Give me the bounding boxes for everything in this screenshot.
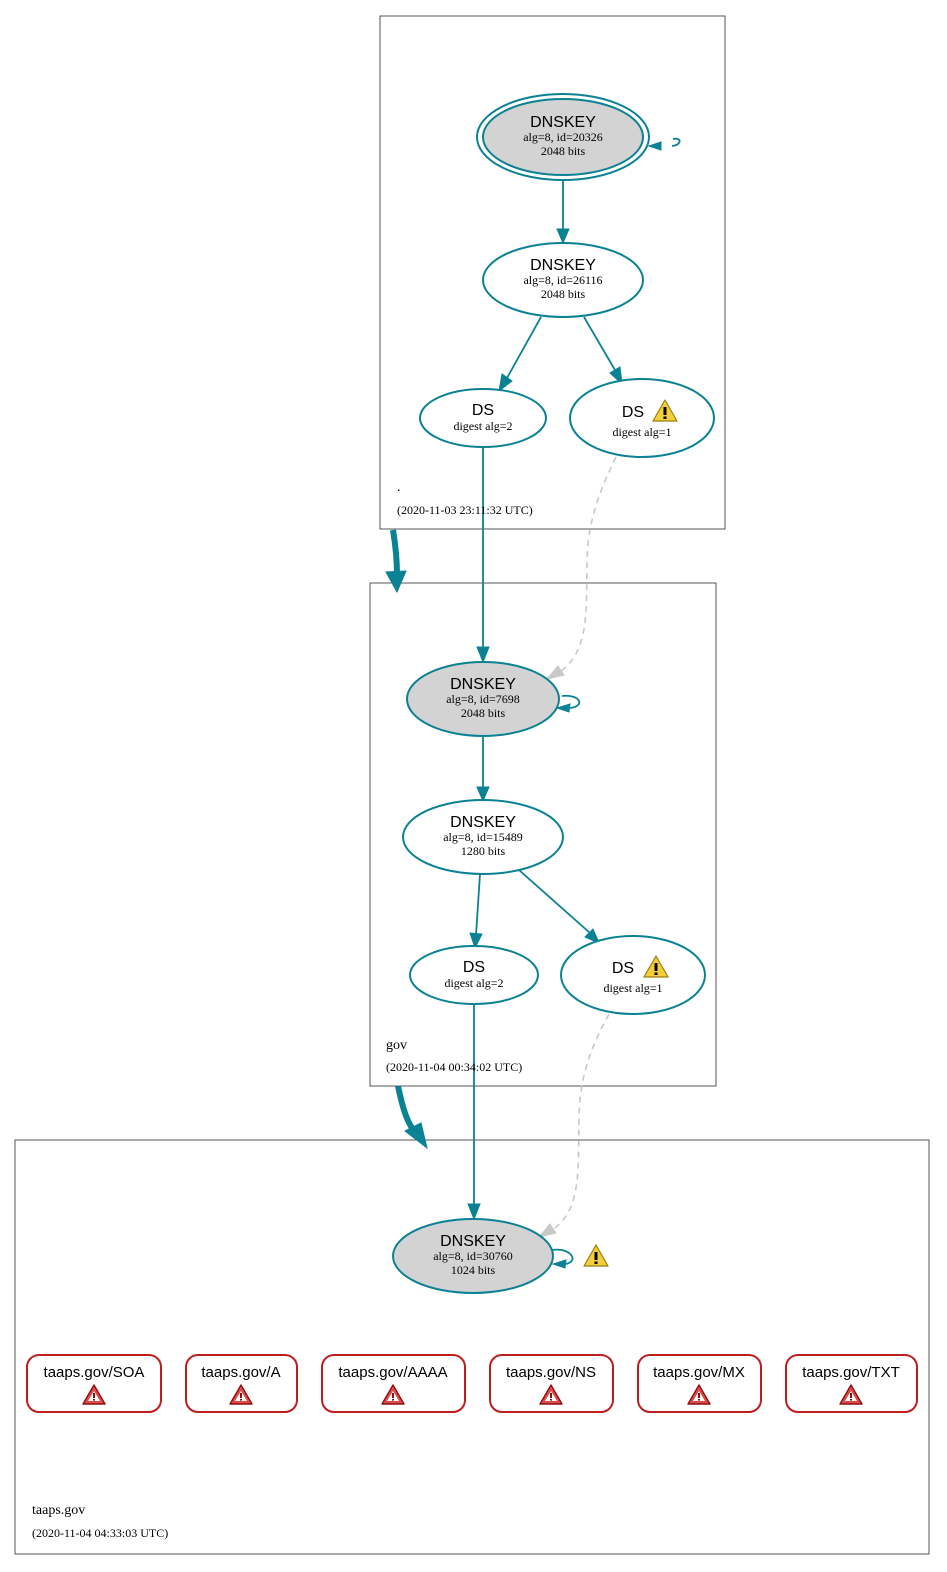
root-zsk-ds1-edge [583,316,616,371]
gov-zsk-ds2-arrow [469,932,483,950]
gov-zsk-size: 1280 bits [461,844,506,858]
gov-dnskey-zsk-node[interactable]: DNSKEY alg=8, id=15489 1280 bits [402,799,564,875]
zone-gov-time: (2020-11-04 00:34:02 UTC) [386,1060,522,1074]
gov-ds2-detail: digest alg=2 [444,976,503,990]
gov-ksk-detail: alg=8, id=7698 [446,692,520,706]
gov-zsk-ds2-edge [475,873,481,936]
root-ds2-gov-ksk-arrow [476,646,490,664]
gov-ds2-taaps-key-arrow [467,1203,481,1221]
rrset-a-label: taaps.gov/A [201,1364,280,1381]
root-dnskey-zsk-node[interactable]: DNSKEY alg=8, id=26116 2048 bits [482,242,644,318]
zone-root-time: (2020-11-03 23:11:32 UTC) [397,503,533,517]
gov-ds1-detail: digest alg=1 [603,981,662,995]
gov-ds1-taaps-key-dashed-arrow [537,1223,557,1238]
rrset-aaaa-label: taaps.gov/AAAA [338,1364,447,1381]
rrset-ns[interactable]: taaps.gov/NS [489,1354,614,1413]
gov-zsk-type: DNSKEY [450,814,516,831]
taaps-key-type: DNSKEY [440,1233,506,1250]
gov-ds-alg1-node[interactable]: DS digest alg=1 [560,935,706,1015]
taaps-key-detail: alg=8, id=30760 [433,1249,513,1263]
root-zsk-detail: alg=8, id=26116 [523,273,602,287]
taaps-key-size: 1024 bits [451,1263,496,1277]
gov-ds2-type: DS [463,959,485,976]
root-ds-alg2-node[interactable]: DS digest alg=2 [419,388,547,448]
root-ksk-self-arrow [647,141,662,151]
zone-taaps-name: taaps.gov [32,1503,85,1518]
root-ds1-gov-ksk-dashed-arrow [545,665,565,680]
root-ksk-type: DNSKEY [530,114,596,131]
zone-root-name: . [397,480,401,495]
delegation-gov-taaps [395,1085,419,1136]
gov-ksk-self-edge [561,694,581,709]
root-ds-alg1-node[interactable]: DS digest alg=1 [569,378,715,458]
gov-zsk-ds1-arrow [584,928,600,944]
root-ksk-detail: alg=8, id=20326 [523,130,603,144]
gov-dnskey-ksk-node[interactable]: DNSKEY alg=8, id=7698 2048 bits [406,661,560,737]
rrset-aaaa[interactable]: taaps.gov/AAAA [321,1354,466,1413]
gov-ds1-taaps-key-dashed-edge [551,1013,610,1231]
root-zsk-size: 2048 bits [541,287,586,301]
gov-ksk-zsk-arrow [476,786,490,803]
rrset-soa[interactable]: taaps.gov/SOA [26,1354,162,1413]
root-dnskey-ksk-node[interactable]: DNSKEY alg=8, id=20326 2048 bits [476,93,650,181]
gov-ds-alg2-node[interactable]: DS digest alg=2 [409,945,539,1005]
gov-zsk-ds1-edge [518,869,591,934]
gov-zsk-detail: alg=8, id=15489 [443,830,523,844]
root-zsk-type: DNSKEY [530,257,596,274]
rrset-a[interactable]: taaps.gov/A [185,1354,298,1413]
root-ds2-type: DS [472,402,494,419]
gov-ksk-self-arrow [555,703,571,713]
root-ksk-self-edge [671,137,681,147]
root-ds1-gov-ksk-dashed-edge [559,456,617,673]
taaps-key-self-arrow [551,1259,567,1269]
root-ds1-detail: digest alg=1 [612,425,671,439]
root-zsk-ds1-arrow [609,366,623,386]
root-ds1-type: DS [622,404,644,421]
gov-ksk-type: DNSKEY [450,676,516,693]
rrset-txt[interactable]: taaps.gov/TXT [785,1354,918,1413]
zone-gov-name: gov [386,1038,407,1053]
taaps-key-self-edge [551,1248,574,1265]
zone-taaps-box [14,1139,930,1555]
rrset-txt-label: taaps.gov/TXT [802,1364,900,1381]
delegation-root-gov [390,529,400,576]
rrset-soa-label: taaps.gov/SOA [44,1364,145,1381]
zone-taaps-time: (2020-11-04 04:33:03 UTC) [32,1526,168,1540]
rrset-ns-label: taaps.gov/NS [506,1364,596,1381]
root-ksk-size: 2048 bits [541,144,586,158]
delegation-gov-taaps-arrowhead [404,1122,428,1150]
root-ksk-zsk-arrow [556,228,570,245]
delegation-root-gov-arrowhead [385,570,407,594]
root-ds2-detail: digest alg=2 [453,419,512,433]
root-zsk-ds2-arrow [498,373,513,393]
root-zsk-ds2-edge [506,316,542,379]
rrset-mx[interactable]: taaps.gov/MX [637,1354,762,1413]
gov-ksk-size: 2048 bits [461,706,506,720]
rrset-mx-label: taaps.gov/MX [653,1364,745,1381]
gov-ds1-type: DS [612,960,634,977]
taaps-dnskey-node[interactable]: DNSKEY alg=8, id=30760 1024 bits [392,1218,554,1294]
